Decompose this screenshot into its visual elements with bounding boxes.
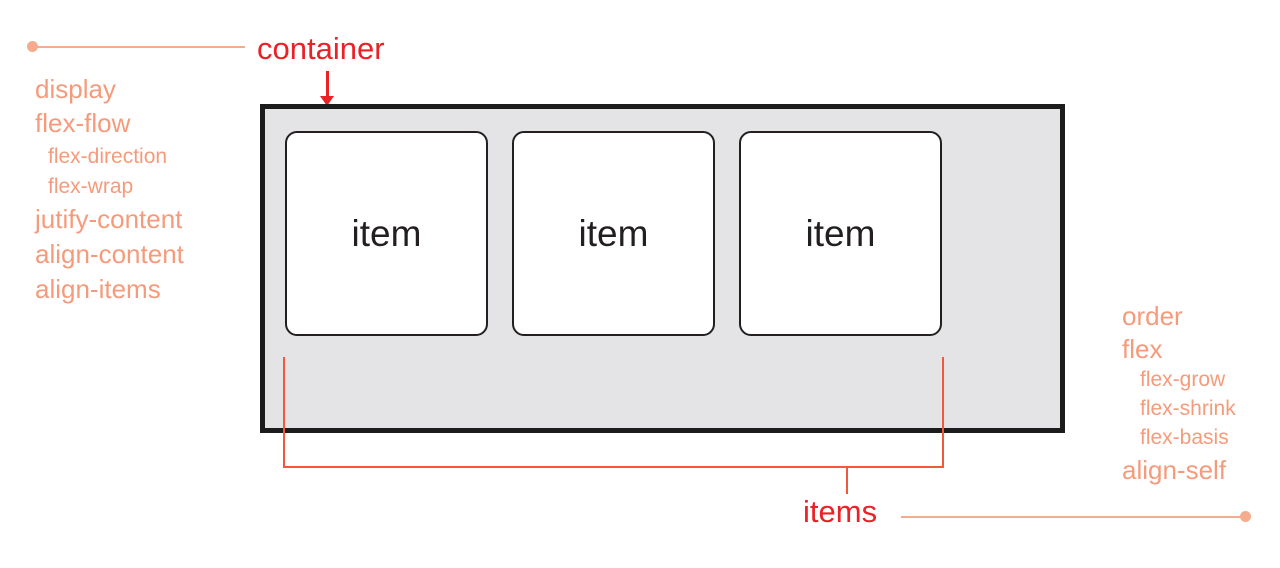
container-arrow-icon: [320, 96, 334, 106]
container-label: container: [257, 31, 385, 66]
items-bracket-right-line: [942, 357, 944, 468]
container-property-align-items: align-items: [35, 274, 161, 304]
flex-item-label: item: [805, 212, 876, 254]
items-bracket-stem: [846, 468, 848, 494]
item-property-flex-basis: flex-basis: [1140, 426, 1229, 449]
items-connector-dot: [1240, 511, 1251, 522]
item-property-order: order: [1122, 301, 1183, 331]
item-property-flex: flex: [1122, 334, 1163, 364]
items-bracket-left-line: [283, 357, 285, 468]
items-bracket-horizontal-line: [283, 466, 944, 468]
container-property-flex-flow: flex-flow: [35, 108, 131, 138]
item-property-flex-grow: flex-grow: [1140, 368, 1226, 391]
items-connector-line: [901, 516, 1241, 518]
container-arrow-shaft: [326, 71, 329, 97]
container-connector-line: [32, 46, 245, 48]
flex-item-label: item: [578, 212, 649, 254]
container-property-flex-direction: flex-direction: [48, 145, 168, 168]
container-property-flex-wrap: flex-wrap: [48, 175, 134, 198]
item-property-flex-shrink: flex-shrink: [1140, 397, 1236, 420]
container-property-align-content: align-content: [35, 239, 184, 269]
flex-item-label: item: [351, 212, 422, 254]
flex-item: item: [739, 131, 942, 336]
container-property-display: display: [35, 74, 116, 104]
container-property-justify-content: jutify-content: [35, 204, 183, 234]
flex-item: item: [285, 131, 488, 336]
items-label: items: [803, 494, 878, 529]
flex-item: item: [512, 131, 715, 336]
item-property-align-self: align-self: [1122, 455, 1227, 485]
flex-container-box: item item item: [260, 104, 1065, 433]
